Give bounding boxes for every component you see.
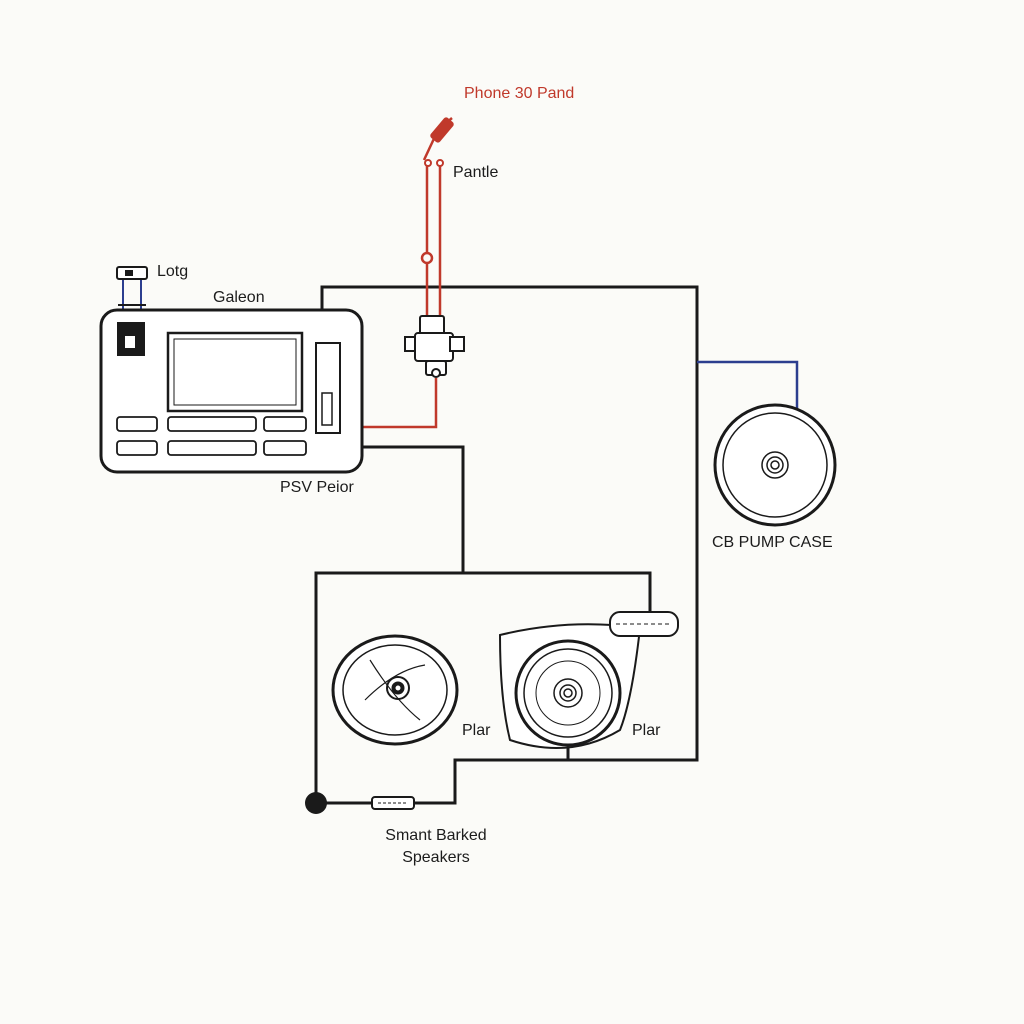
label-plar-right: Plar — [632, 722, 661, 739]
label-line-1: Smant Barked — [385, 827, 487, 844]
label-pantle: Pantle — [453, 164, 499, 181]
label-plar-left: Plar — [462, 722, 491, 739]
connector-icon — [404, 315, 465, 378]
label-line-2: Speakers — [402, 849, 470, 866]
speaker-icon — [713, 403, 837, 527]
red-wires — [340, 117, 453, 429]
speaker-icon — [498, 623, 642, 749]
ground-node-icon — [305, 792, 327, 814]
outer-loop-wire — [314, 285, 699, 805]
label-phone-panel: Phone 30 Pand — [464, 85, 575, 102]
antenna-plug-icon — [424, 117, 454, 167]
label-cb-pump-case: CB PUMP CASE — [712, 534, 833, 551]
fuse-icon — [609, 611, 679, 637]
label-galeon: Galeon — [213, 289, 265, 306]
speaker-icon — [331, 634, 459, 746]
red-wire-feed — [340, 378, 438, 429]
red-wire-node — [420, 251, 434, 265]
label-lotg: Lotg — [157, 263, 189, 280]
inline-fuse-icon — [371, 796, 415, 810]
label-psv-peior: PSV Peior — [280, 479, 354, 496]
head-unit-icon — [99, 308, 364, 474]
head-unit-drop-wire — [340, 445, 465, 573]
label-smant-barked-speakers: Smant Barked Speakers — [366, 825, 506, 869]
